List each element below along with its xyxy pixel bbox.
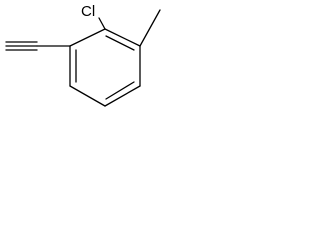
ring-double-bond-c3-c4-inner <box>105 81 135 100</box>
chlorine-atom-label: Cl <box>81 3 95 20</box>
ring-bond-c1-c2 <box>104 28 141 47</box>
ring-bond-c4-c5 <box>69 85 106 107</box>
ring-double-bond-c1-c2-inner <box>105 35 135 51</box>
ring-bond-c3-c4 <box>104 85 141 107</box>
c-cl-bond <box>98 17 106 30</box>
chemical-structure-diagram: Cl <box>5 3 161 107</box>
methyl-bond <box>139 9 161 47</box>
ring-bond-c6-c1 <box>69 28 106 47</box>
